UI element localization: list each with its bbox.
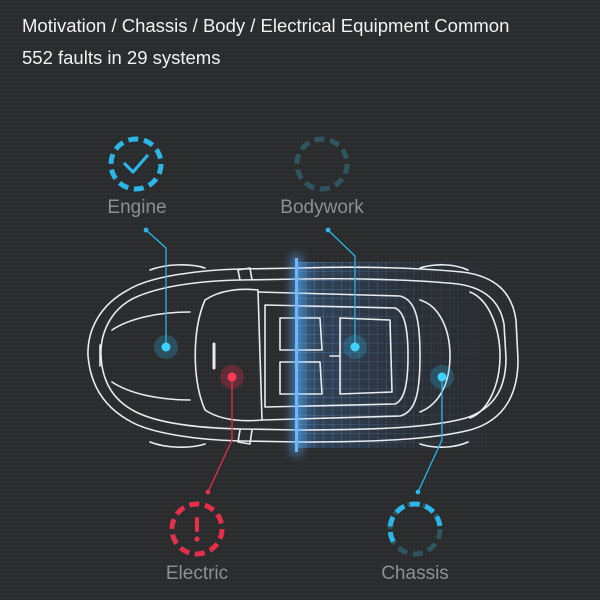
car-outline (87, 264, 519, 448)
label-bodywork: Bodywork (280, 197, 364, 218)
scan-grid (296, 262, 498, 448)
label-electric: Electric (165, 563, 229, 584)
dashed-circle-icon[interactable] (293, 135, 351, 193)
hotspot-bodywork[interactable] (343, 335, 367, 359)
chassis-connector (417, 377, 443, 493)
exclamation-circle-icon[interactable] (168, 500, 226, 558)
label-engine: Engine (107, 197, 167, 218)
hotspot-electric[interactable] (220, 365, 244, 389)
bodywork-connector (327, 229, 356, 347)
hotspot-engine[interactable] (154, 335, 178, 359)
fault-summary: 552 faults in 29 systems (22, 47, 221, 68)
page-title: Motivation / Chassis / Body / Electrical… (22, 15, 510, 36)
connector-lines (145, 229, 443, 493)
label-chassis: Chassis (381, 563, 449, 584)
scan-line (295, 258, 298, 452)
header: Motivation / Chassis / Body / Electrical… (22, 14, 509, 70)
progress-circle-icon[interactable] (386, 500, 444, 558)
electric-connector (207, 377, 233, 493)
hotspot-chassis[interactable] (430, 365, 454, 389)
connector-ends (143, 227, 421, 495)
check-circle-icon[interactable] (107, 135, 165, 193)
engine-connector (145, 229, 167, 347)
